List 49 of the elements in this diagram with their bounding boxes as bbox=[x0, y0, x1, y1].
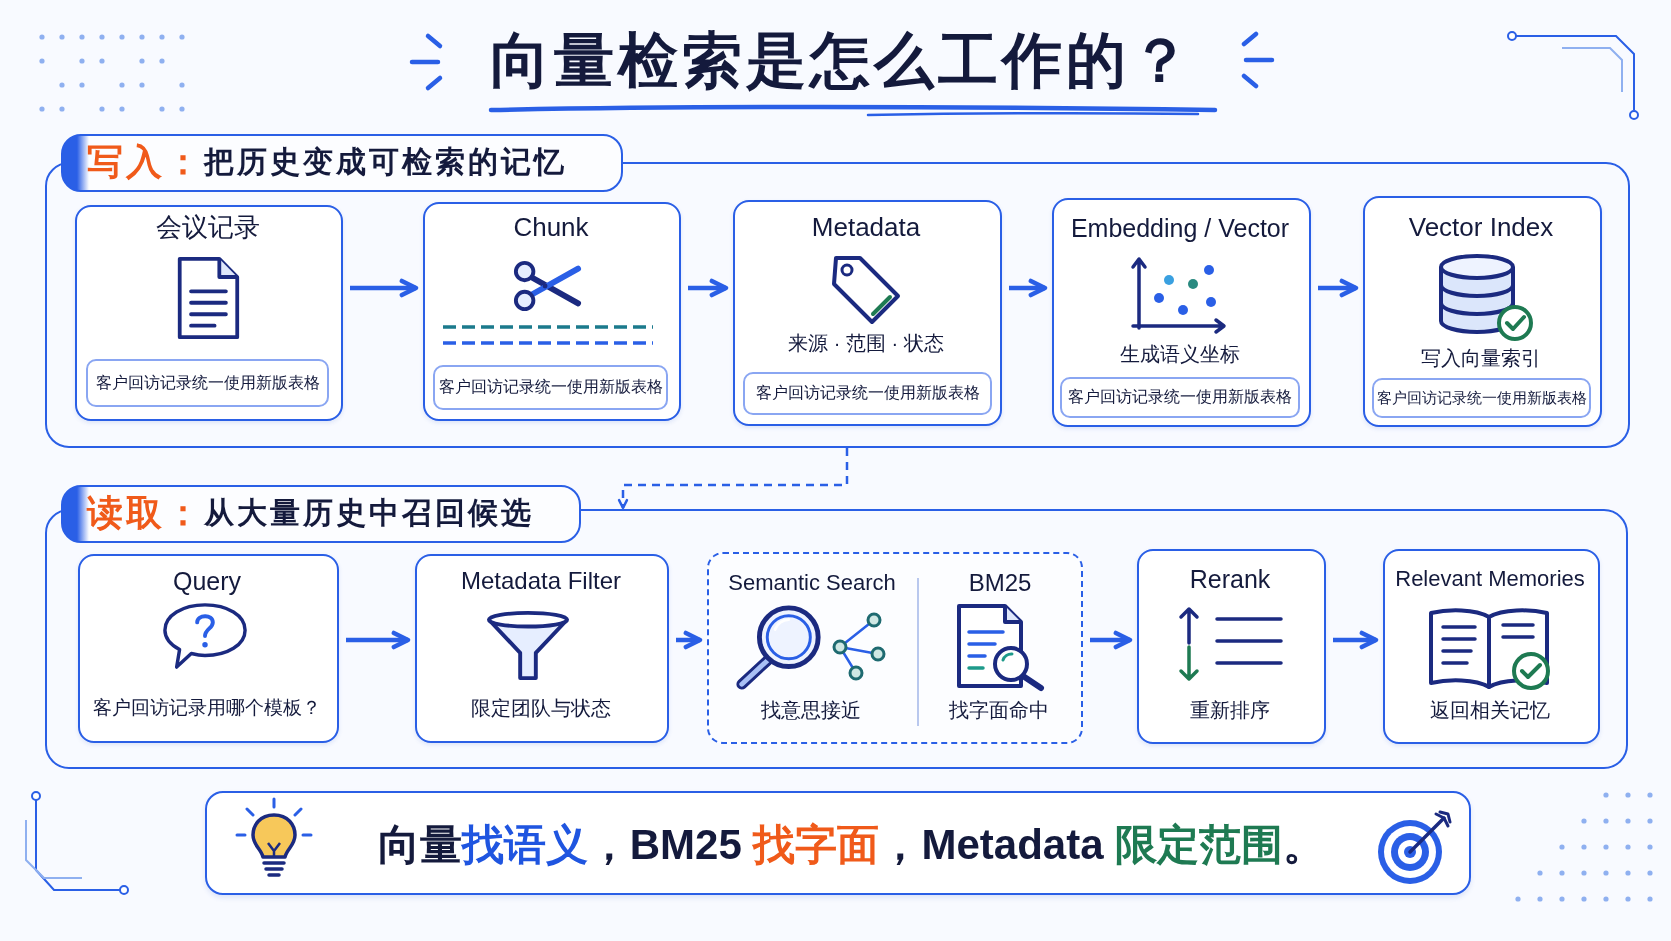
search-panel bbox=[706, 551, 1083, 744]
example-box: 客户回访记录统一使用新版表格 bbox=[1372, 378, 1591, 418]
step-caption: 写入向量索引 bbox=[1421, 346, 1541, 370]
step-title: Metadata bbox=[811, 213, 921, 243]
section-heading: 读取：从大量历史中召回候选 bbox=[60, 484, 581, 543]
step-caption: 重新排序 bbox=[1190, 698, 1270, 722]
step-card bbox=[1382, 548, 1600, 744]
arrow bbox=[1090, 630, 1133, 650]
step-card bbox=[1362, 195, 1602, 427]
arrow bbox=[688, 278, 729, 298]
summary-text: 向量找语义，BM25 找字面，Metadata 限定范围。 bbox=[377, 820, 1326, 869]
dashed-arrow bbox=[617, 448, 849, 510]
step-title: BM25 bbox=[968, 569, 1032, 597]
step-caption: 限定团队与状态 bbox=[471, 696, 611, 720]
step-title: 会议记录 bbox=[156, 213, 260, 243]
step-caption: 来源 · 范围 · 状态 bbox=[788, 331, 944, 355]
step-caption: 生成语义坐标 bbox=[1120, 342, 1240, 366]
step-title: Query bbox=[172, 566, 242, 596]
section-heading: 写入：把历史变成可检索的记忆 bbox=[60, 133, 623, 192]
summary-banner bbox=[205, 791, 1471, 895]
step-title: Rerank bbox=[1189, 564, 1271, 594]
step-caption: 客户回访记录用哪个模板？ bbox=[93, 697, 321, 719]
title: 向量检索是怎么工作的？ bbox=[490, 25, 1194, 95]
step-card bbox=[1051, 197, 1311, 427]
step-caption: 找意思接近 bbox=[761, 698, 861, 722]
step-card bbox=[732, 199, 1002, 426]
example-box: 客户回访记录统一使用新版表格 bbox=[743, 372, 992, 415]
arrow bbox=[1009, 278, 1048, 298]
step-card bbox=[1136, 548, 1326, 744]
step-card bbox=[77, 553, 339, 743]
step-caption: 返回相关记忆 bbox=[1430, 698, 1550, 722]
arrow bbox=[676, 630, 703, 650]
arrow bbox=[346, 630, 411, 650]
step-card bbox=[414, 553, 669, 743]
step-title: Metadata Filter bbox=[460, 567, 622, 595]
step-card bbox=[74, 204, 343, 421]
example-box: 客户回访记录统一使用新版表格 bbox=[433, 365, 668, 410]
step-title: Relevant Memories bbox=[1395, 566, 1585, 592]
arrow bbox=[1318, 278, 1359, 298]
step-title: Vector Index bbox=[1408, 213, 1554, 243]
step-card bbox=[422, 201, 681, 421]
example-box: 客户回访记录统一使用新版表格 bbox=[86, 359, 329, 407]
step-title: Chunk bbox=[513, 213, 589, 243]
step-title: Semantic Search bbox=[728, 570, 896, 596]
step-title: Embedding / Vector bbox=[1070, 213, 1290, 243]
arrow bbox=[350, 278, 419, 298]
step-caption: 找字面命中 bbox=[949, 698, 1049, 722]
arrow bbox=[1333, 630, 1379, 650]
example-box: 客户回访记录统一使用新版表格 bbox=[1060, 377, 1300, 418]
